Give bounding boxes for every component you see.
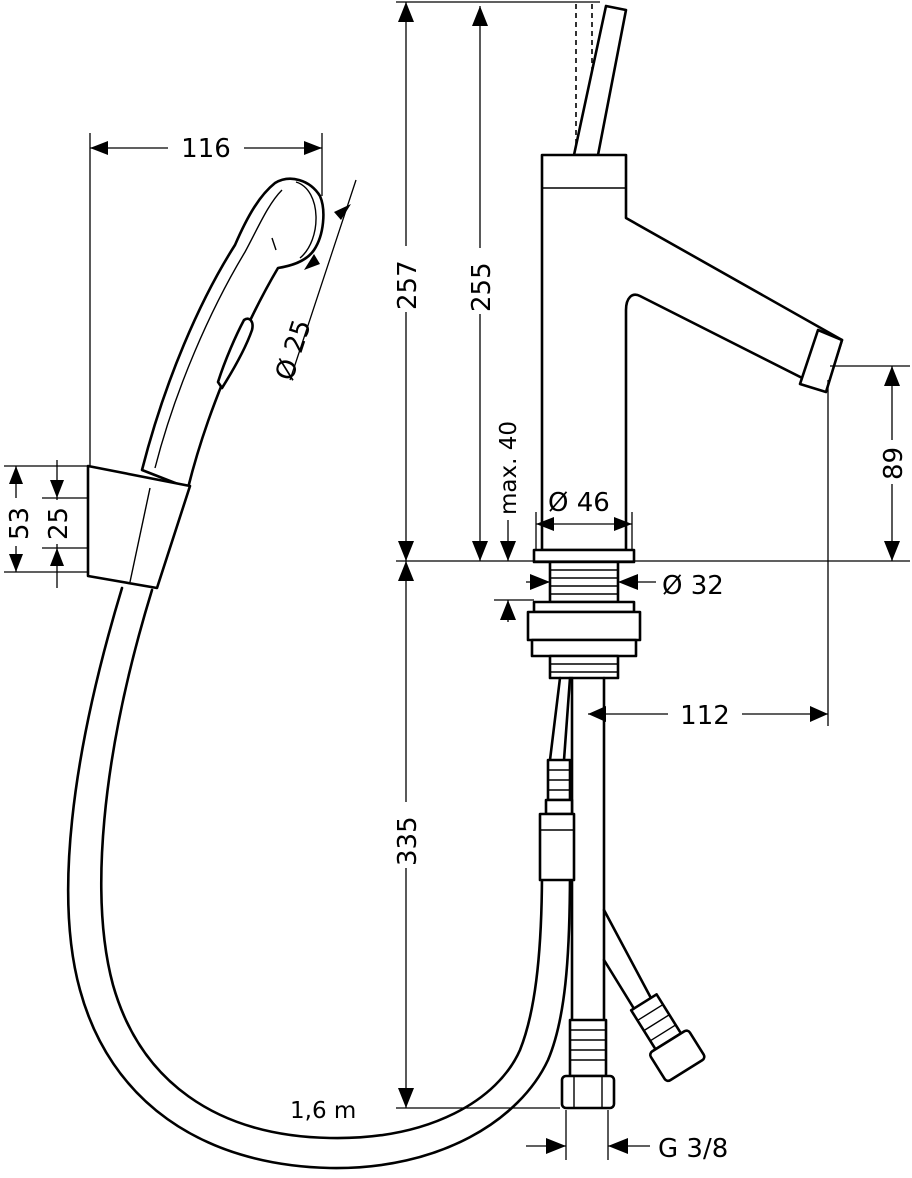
- supply-hoses: [538, 676, 706, 1110]
- label-diameter-32: Ø 32: [662, 571, 724, 601]
- label-335: 335: [393, 816, 423, 866]
- label-diameter-46: Ø 46: [548, 488, 610, 518]
- dim-255: 255: [464, 6, 497, 561]
- dim-116: 116: [89, 130, 323, 466]
- dim-53-25: 53 25: [2, 460, 88, 588]
- dim-diameter-46: Ø 46: [535, 488, 633, 550]
- mixer-tap: [532, 4, 844, 564]
- label-hose-length: 1,6 m: [290, 1098, 356, 1124]
- dim-diameter-32: Ø 32: [526, 571, 724, 601]
- shower-holder: [86, 464, 192, 590]
- label-53: 53: [5, 507, 35, 540]
- label-max-40: max. 40: [496, 421, 522, 515]
- label-25: 25: [44, 507, 74, 540]
- dim-335: 335: [390, 561, 423, 1108]
- dim-89: 89: [830, 365, 910, 561]
- label-257: 257: [393, 260, 423, 310]
- label-112: 112: [680, 701, 730, 731]
- mixer-lever: [572, 4, 628, 157]
- shower-trigger: [216, 317, 254, 390]
- label-89: 89: [879, 447, 909, 480]
- dim-g38: G 3/8: [526, 1110, 728, 1164]
- dim-112: 112: [588, 380, 829, 731]
- label-116: 116: [181, 134, 231, 164]
- label-255: 255: [467, 262, 497, 312]
- dim-max-40: max. 40: [494, 421, 534, 622]
- hose-length-label: 1,6 m: [290, 1098, 356, 1124]
- label-g38: G 3/8: [658, 1134, 728, 1164]
- hand-shower: [66, 177, 572, 1170]
- mounting-assembly: [526, 560, 642, 680]
- dim-257: 257: [390, 2, 423, 561]
- label-diameter-25: Ø 25: [270, 316, 318, 384]
- shower-hose: [66, 586, 572, 1170]
